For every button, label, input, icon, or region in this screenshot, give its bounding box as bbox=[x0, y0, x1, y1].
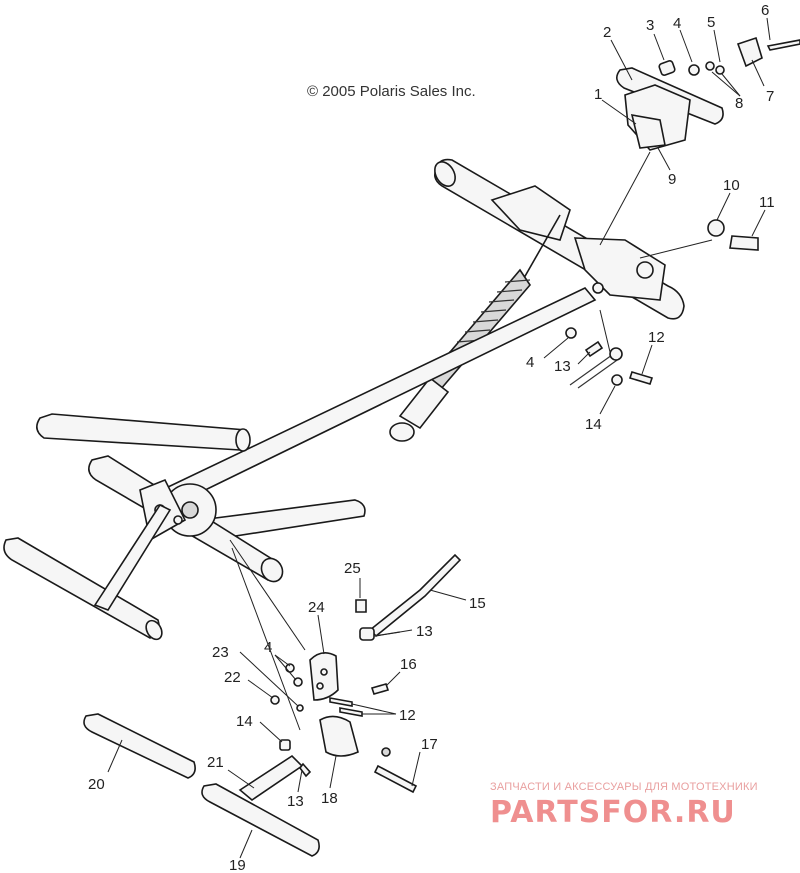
callout-6: 6 bbox=[761, 2, 769, 19]
callout-19: 19 bbox=[229, 857, 246, 873]
lower-exploded-parts bbox=[83, 553, 462, 857]
lower-rail bbox=[143, 287, 597, 513]
callout-2: 2 bbox=[603, 24, 611, 41]
callout-12-mid: 12 bbox=[648, 329, 665, 346]
middle-small-parts bbox=[565, 327, 654, 389]
front-cross-shaft-left bbox=[36, 413, 251, 452]
leader-lines bbox=[107, 17, 771, 859]
watermark-logo: PARTSFOR.RU bbox=[490, 795, 736, 830]
callout-24: 24 bbox=[308, 599, 325, 616]
callout-13-lower: 13 bbox=[416, 623, 433, 640]
callout-14-mid: 14 bbox=[585, 416, 602, 433]
callout-23: 23 bbox=[212, 644, 229, 661]
watermark: ЗАПЧАСТИ И АКСЕССУАРЫ ДЛЯ МОТОТЕХНИКИ PA… bbox=[490, 781, 758, 830]
copyright-text: © 2005 Polaris Sales Inc. bbox=[307, 83, 476, 100]
callout-18: 18 bbox=[321, 790, 338, 807]
callout-16: 16 bbox=[400, 656, 417, 673]
callout-13-bottom: 13 bbox=[287, 793, 304, 810]
upper-right-exploded-parts bbox=[616, 36, 800, 151]
lower-front-shaft bbox=[3, 503, 172, 641]
callout-20: 20 bbox=[88, 776, 105, 793]
front-cross-shaft-right bbox=[198, 499, 366, 541]
callout-10: 10 bbox=[723, 177, 740, 194]
rear-arm-bracket bbox=[490, 185, 666, 301]
callout-22: 22 bbox=[224, 669, 241, 686]
callout-numbers: 1 2 3 4 5 6 7 8 9 10 11 12 4 13 14 25 15… bbox=[88, 2, 775, 873]
callout-1: 1 bbox=[594, 86, 602, 103]
callout-4-mid: 4 bbox=[526, 354, 534, 371]
callout-25: 25 bbox=[344, 560, 361, 577]
callout-17: 17 bbox=[421, 736, 438, 753]
nut-bolt-10-11 bbox=[707, 219, 759, 251]
callout-3: 3 bbox=[646, 17, 654, 34]
callout-14-lower: 14 bbox=[236, 713, 253, 730]
callout-4-top: 4 bbox=[673, 15, 681, 32]
callout-4-lower: 4 bbox=[264, 639, 272, 656]
callout-12-lower: 12 bbox=[399, 707, 416, 724]
callout-7: 7 bbox=[766, 88, 774, 105]
callout-9: 9 bbox=[668, 171, 676, 188]
callout-5: 5 bbox=[707, 14, 715, 31]
callout-15: 15 bbox=[469, 595, 486, 612]
callout-8: 8 bbox=[735, 95, 743, 112]
watermark-tagline: ЗАПЧАСТИ И АКСЕССУАРЫ ДЛЯ МОТОТЕХНИКИ bbox=[490, 781, 758, 793]
callout-11: 11 bbox=[759, 194, 775, 211]
callout-21: 21 bbox=[207, 754, 224, 771]
callout-13-mid: 13 bbox=[554, 358, 571, 375]
